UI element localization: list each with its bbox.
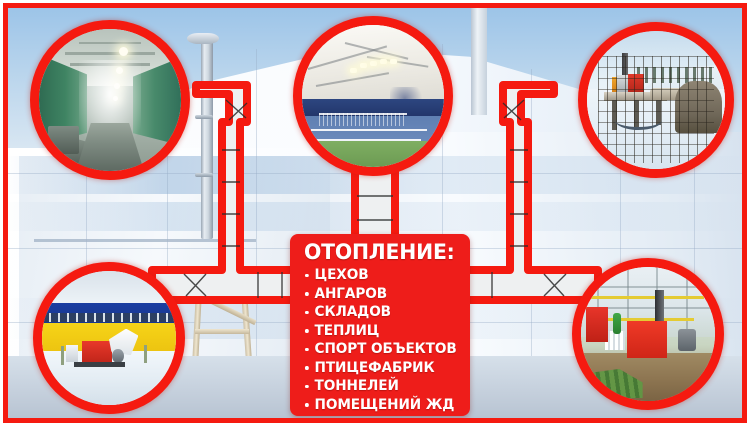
bubble-winter-tunnel[interactable] xyxy=(578,22,734,178)
factory-workshop-photo xyxy=(39,29,181,171)
tennis-dome-photo xyxy=(302,25,444,167)
panel-heading: ОТОПЛЕНИЕ: xyxy=(304,240,455,264)
chimney-cap xyxy=(186,33,219,45)
dome-mast xyxy=(471,7,488,115)
list-item: ТЕПЛИЦ xyxy=(304,322,454,340)
list-item: ТОННЕЛЕЙ xyxy=(304,377,454,395)
winter-tunnel-heater-photo xyxy=(587,31,725,169)
chimney-ring xyxy=(195,173,214,177)
list-item: ЦЕХОВ xyxy=(304,266,454,284)
heating-list: ЦЕХОВ АНГАРОВ СКЛАДОВ ТЕПЛИЦ СПОРТ ОБЪЕК… xyxy=(304,266,460,414)
heating-list-panel: ОТОПЛЕНИЕ: ЦЕХОВ АНГАРОВ СКЛАДОВ ТЕПЛИЦ … xyxy=(290,234,470,416)
interior-rail xyxy=(33,239,257,243)
bubble-hangar[interactable] xyxy=(33,262,185,414)
list-item: ПТИЦЕФАБРИК xyxy=(304,359,454,377)
list-item: ПОМЕЩЕНИЙ ЖД xyxy=(304,396,454,414)
bubble-tennis[interactable] xyxy=(293,16,453,176)
list-item: АНГАРОВ xyxy=(304,285,454,303)
list-item: СКЛАДОВ xyxy=(304,303,454,321)
list-item: СПОРТ ОБЪЕКТОВ xyxy=(304,340,457,358)
bubble-greenhouse[interactable] xyxy=(572,258,724,410)
bubble-workshop[interactable] xyxy=(30,20,190,180)
hangar-heater-photo xyxy=(42,271,176,405)
greenhouse-boiler-photo xyxy=(581,267,715,401)
chimney-ring xyxy=(195,114,214,119)
